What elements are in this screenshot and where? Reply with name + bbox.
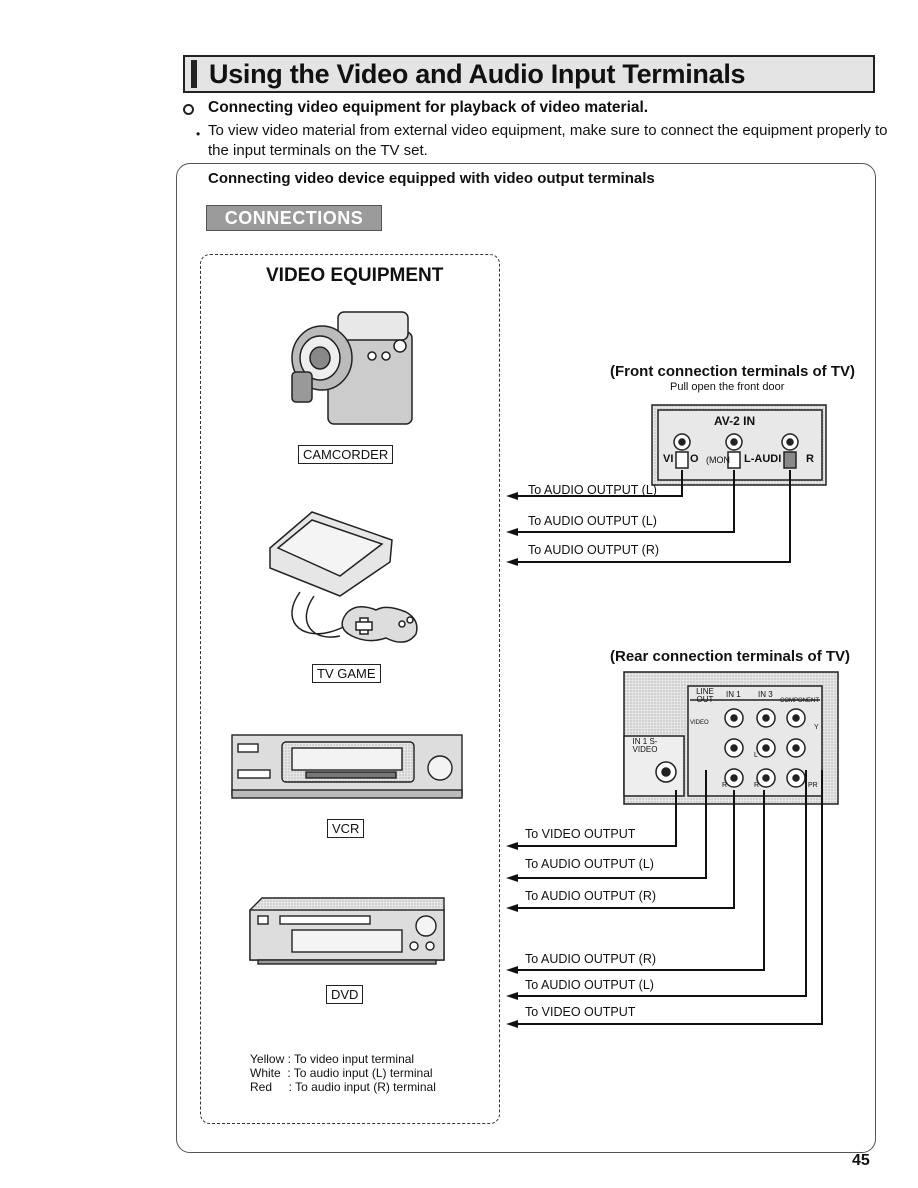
rear-cables [512, 770, 823, 1025]
rear-r-label-1: R [722, 782, 728, 789]
front-cable-label-3: To AUDIO OUTPUT (R) [528, 543, 660, 557]
camcorder-illustration [291, 311, 413, 425]
frame-heading: Connecting video device equipped with vi… [208, 170, 655, 187]
front-jack-label-r: R [806, 453, 814, 465]
rear-component-label: COMPONENT [780, 698, 819, 704]
vcr-label: VCR [327, 819, 365, 838]
rear-cable-label-4: To AUDIO OUTPUT (R) [525, 952, 657, 966]
rear-line-out-label: LINE OUT [696, 687, 714, 704]
rear-cable-label-6: To VIDEO OUTPUT [525, 1005, 636, 1019]
legend-yellow: Yellow : To video input terminal [250, 1052, 415, 1066]
rear-y-label: Y [814, 724, 819, 731]
front-jack-label-laudio: L-AUDI [744, 453, 782, 465]
rear-in1-label: IN 1 [726, 690, 741, 699]
rear-cable-label-5: To AUDIO OUTPUT (L) [525, 978, 654, 992]
camcorder-label: CAMCORDER [298, 445, 394, 464]
front-jack-label-vi: VI [663, 453, 674, 465]
cable-color-legend: Yellow : To video input terminal White :… [250, 1052, 436, 1094]
rear-cable-label-1: To VIDEO OUTPUT [525, 827, 636, 841]
front-cable-label-1: To AUDIO OUTPUT (L) [528, 483, 657, 497]
vcr-illustration [231, 734, 463, 799]
rear-cable-label-3: To AUDIO OUTPUT (R) [525, 889, 657, 903]
video-equipment-frame [200, 254, 500, 1124]
dvd-illustration [249, 897, 445, 965]
rear-terminals-title: (Rear connection terminals of TV) [610, 648, 851, 665]
rear-cable-arrowheads [506, 842, 518, 1028]
section-bullet-icon [183, 104, 194, 115]
legend-red: Red : To audio input (R) terminal [250, 1080, 436, 1094]
legend-white: White : To audio input (L) terminal [250, 1066, 433, 1080]
front-cables [512, 470, 791, 563]
page-title-bar: Using the Video and Audio Input Terminal… [183, 55, 875, 93]
rear-svideo-label: IN 1 S-VIDEO [632, 737, 658, 754]
front-cable-arrowheads [506, 492, 518, 566]
av2-in-label: AV-2 IN [714, 414, 756, 428]
section-subheading: Connecting video equipment for playback … [208, 99, 649, 116]
front-terminals-note: Pull open the front door [670, 381, 785, 393]
tv-game-label: TV GAME [312, 664, 381, 683]
rear-pr-label: PR [808, 782, 818, 789]
rear-l-label: L [754, 752, 758, 759]
dvd-label: DVD [326, 985, 364, 1004]
intro-paragraph: To view video material from external vid… [208, 122, 888, 159]
front-jack-label-o: O [690, 453, 699, 465]
tv-game-illustration [269, 511, 418, 643]
rear-video-label: VIDEO [690, 720, 709, 726]
front-cable-label-2: To AUDIO OUTPUT (L) [528, 514, 657, 528]
paragraph-bullet-icon: • [196, 127, 201, 141]
page-title: Using the Video and Audio Input Terminal… [209, 59, 746, 89]
video-equipment-title: VIDEO EQUIPMENT [266, 265, 444, 286]
page-number: 45 [852, 1152, 870, 1169]
connections-badge: CONNECTIONS [206, 205, 382, 231]
connections-badge-label: CONNECTIONS [224, 208, 364, 228]
front-jack-label-mon: (MON [706, 455, 730, 465]
rear-r-label-2: R [754, 782, 760, 789]
front-terminals-title: (Front connection terminals of TV) [610, 363, 856, 380]
connections-frame [176, 163, 876, 1153]
rear-terminal-panel [623, 671, 839, 805]
rear-cable-label-2: To AUDIO OUTPUT (L) [525, 857, 654, 871]
rear-in3-label: IN 3 [758, 690, 773, 699]
